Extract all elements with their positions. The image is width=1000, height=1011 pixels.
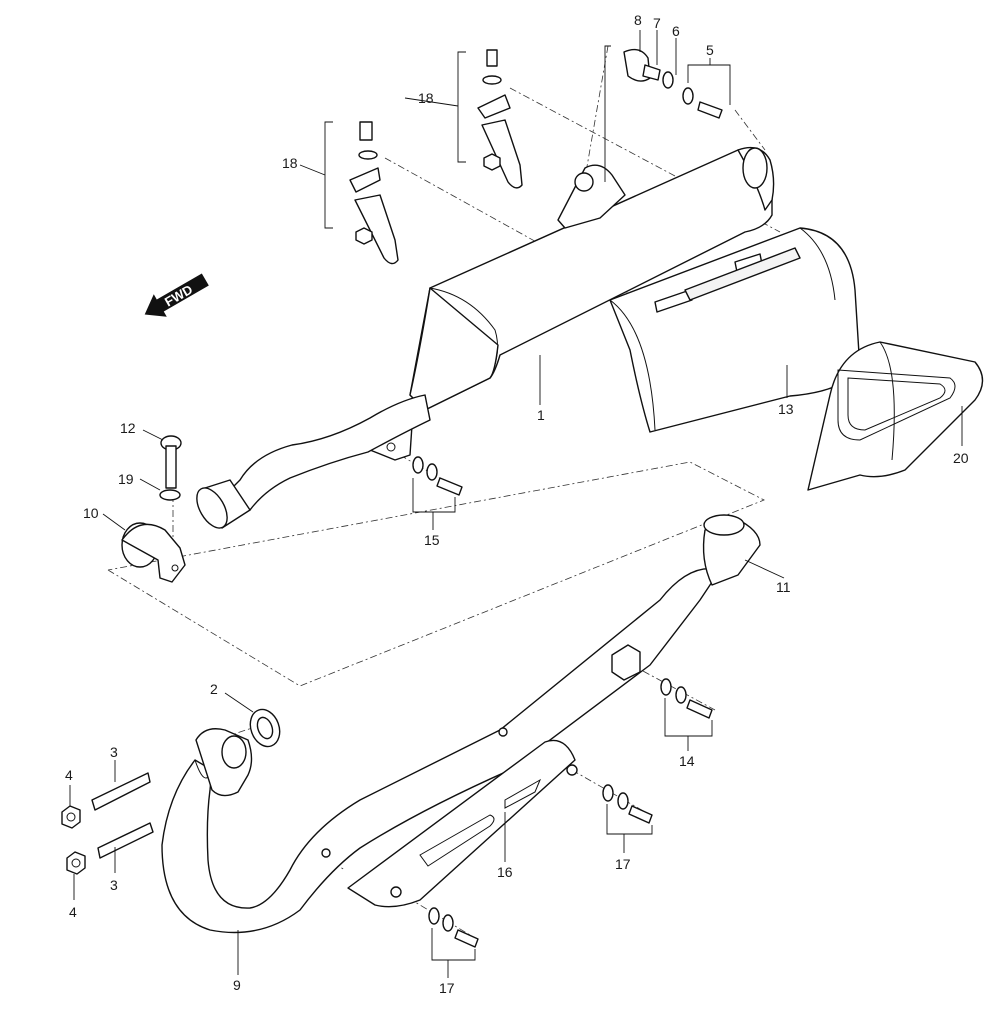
stud-bolts [91, 772, 154, 859]
part-label-13: 13 [778, 401, 794, 417]
part-label-5: 5 [706, 42, 714, 58]
part-label-10: 10 [83, 505, 99, 521]
hanger-bracket-right [477, 49, 523, 189]
part-label-20: 20 [953, 450, 969, 466]
pipe-clamp [121, 522, 186, 583]
muffler-mount-hardware [623, 48, 723, 119]
part-label-11: 11 [776, 579, 791, 595]
part-label-7: 7 [653, 15, 661, 31]
hex-nuts [61, 805, 86, 875]
heat-shield [609, 227, 861, 433]
muffler [369, 146, 775, 461]
part-label-16: 16 [497, 864, 513, 880]
part-label-8: 8 [634, 12, 642, 28]
part-label-17-upper: 17 [615, 856, 631, 872]
protector-screw-set-17-upper [602, 784, 653, 824]
part-label-9: 9 [233, 977, 241, 993]
part-number-labels: 8 7 6 5 18 18 1 13 20 12 19 10 15 11 2 3… [65, 12, 969, 996]
forward-direction-arrow: FWD [144, 273, 209, 317]
part-label-14: 14 [679, 753, 695, 769]
part-label-4-upper: 4 [65, 767, 73, 783]
part-label-3-lower: 3 [110, 877, 118, 893]
part-label-3-upper: 3 [110, 744, 118, 760]
exhaust-gasket [249, 708, 281, 748]
clamp-bolt [159, 435, 182, 501]
part-label-15: 15 [424, 532, 440, 548]
protector-screw-set-17-lower [428, 907, 479, 948]
part-label-18-right: 18 [418, 90, 434, 106]
clamp-bolt-set-14 [660, 678, 713, 719]
exhaust-pipe [161, 514, 761, 934]
bracket-bolt-set-15 [412, 456, 463, 496]
part-label-6: 6 [672, 23, 680, 39]
part-label-19: 19 [118, 471, 134, 487]
part-label-12: 12 [120, 420, 136, 436]
part-label-2: 2 [210, 681, 218, 697]
part-label-17-lower: 17 [439, 980, 455, 996]
part-label-4-lower: 4 [69, 904, 77, 920]
leader-lines [69, 30, 963, 978]
pipe-heat-protector [321, 727, 578, 908]
muffler-inlet-pipe [196, 394, 431, 529]
part-label-1: 1 [537, 407, 545, 423]
part-label-18-left: 18 [282, 155, 298, 171]
hanger-bracket-left [349, 121, 399, 265]
heat-guard [807, 341, 984, 491]
